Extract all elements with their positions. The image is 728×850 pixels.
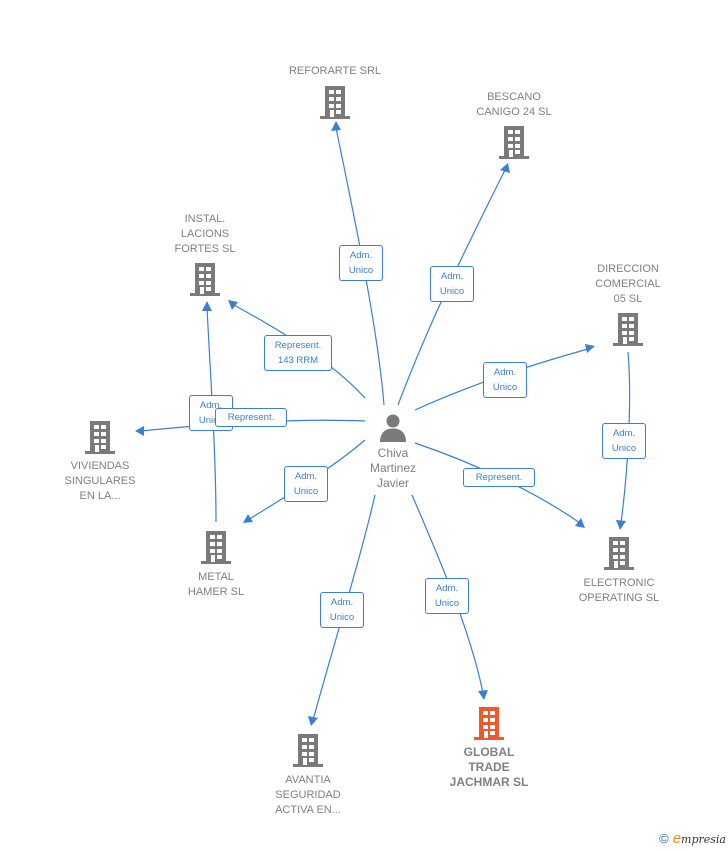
person-icon — [380, 414, 406, 442]
edge-label-viviendas[interactable]: Represent. — [215, 408, 287, 427]
node-metal[interactable]: METAL HAMER SL — [156, 530, 276, 600]
node-bescano[interactable]: BESCANO CANIGO 24 SL — [455, 90, 573, 159]
copyright-icon: © — [659, 831, 669, 846]
building-icon — [568, 312, 688, 346]
node-global[interactable]: GLOBAL TRADE JACHMAR SL — [429, 706, 549, 790]
arrow-head — [478, 690, 488, 700]
arrow-head — [575, 518, 585, 528]
arrow-head — [243, 514, 253, 523]
arrow-head — [616, 520, 626, 530]
arrow-head — [202, 301, 212, 311]
building-icon — [156, 530, 276, 564]
edge-label-reforarte[interactable]: Adm. Unico — [339, 245, 383, 281]
edge-label-metal[interactable]: Adm. Unico — [284, 466, 328, 502]
edge-label-bescano[interactable]: Adm. Unico — [430, 266, 474, 302]
building-icon — [40, 420, 160, 454]
edge-label-direccion[interactable]: Adm. Unico — [483, 362, 527, 398]
node-name: GLOBAL TRADE JACHMAR SL — [449, 745, 529, 789]
node-name: METAL HAMER SL — [187, 571, 245, 598]
node-name: AVANTIA SEGURIDAD ACTIVA EN... — [275, 774, 341, 816]
building-icon — [248, 733, 368, 767]
edge-label-direccion-electronic[interactable]: Adm. Unico — [602, 423, 646, 459]
building-icon — [429, 706, 549, 740]
arrow-head — [308, 716, 318, 726]
building-icon — [270, 85, 400, 119]
node-direccion[interactable]: DIRECCION COMERCIAL 05 SL — [568, 262, 688, 346]
node-name: ELECTRONIC OPERATING SL — [578, 577, 660, 604]
node-name: REFORARTE SRL — [288, 65, 382, 77]
edge-label-avantia[interactable]: Adm. Unico — [320, 592, 364, 628]
brand-logo-initial: e — [672, 830, 682, 847]
arrow-head — [500, 163, 510, 173]
node-avantia[interactable]: AVANTIA SEGURIDAD ACTIVA EN... — [248, 733, 368, 818]
footer-brand: ©empresia — [659, 830, 726, 847]
arrow-head — [331, 121, 341, 131]
brand-logo-text: mpresia — [681, 833, 726, 846]
arrow-head — [585, 344, 595, 353]
center-person-node[interactable]: Chiva Martinez Javier — [358, 412, 428, 491]
node-name: DIRECCION COMERCIAL 05 SL — [595, 263, 661, 305]
edge-label-global[interactable]: Adm. Unico — [425, 578, 469, 614]
edge-label-electronic[interactable]: Represent. — [463, 468, 535, 487]
building-icon — [559, 536, 679, 570]
edges-layer — [135, 121, 631, 726]
arrow-head — [135, 426, 144, 436]
center-person-name: Chiva Martinez Javier — [369, 446, 416, 490]
node-viviendas[interactable]: VIVIENDAS SINGULARES EN LA... — [40, 420, 160, 504]
arrow-head — [228, 300, 238, 310]
node-instal[interactable]: INSTAL. LACIONS FORTES SL — [145, 212, 265, 296]
edge-label-instal[interactable]: Represent. 143 RRM — [264, 335, 332, 371]
node-reforarte[interactable]: REFORARTE SRL — [270, 64, 400, 119]
node-name: VIVIENDAS SINGULARES EN LA... — [64, 460, 136, 502]
node-name: BESCANO CANIGO 24 SL — [476, 91, 552, 118]
building-icon — [145, 262, 265, 296]
node-name: INSTAL. LACIONS FORTES SL — [174, 213, 236, 255]
building-icon — [455, 125, 573, 159]
node-electronic[interactable]: ELECTRONIC OPERATING SL — [559, 536, 679, 606]
